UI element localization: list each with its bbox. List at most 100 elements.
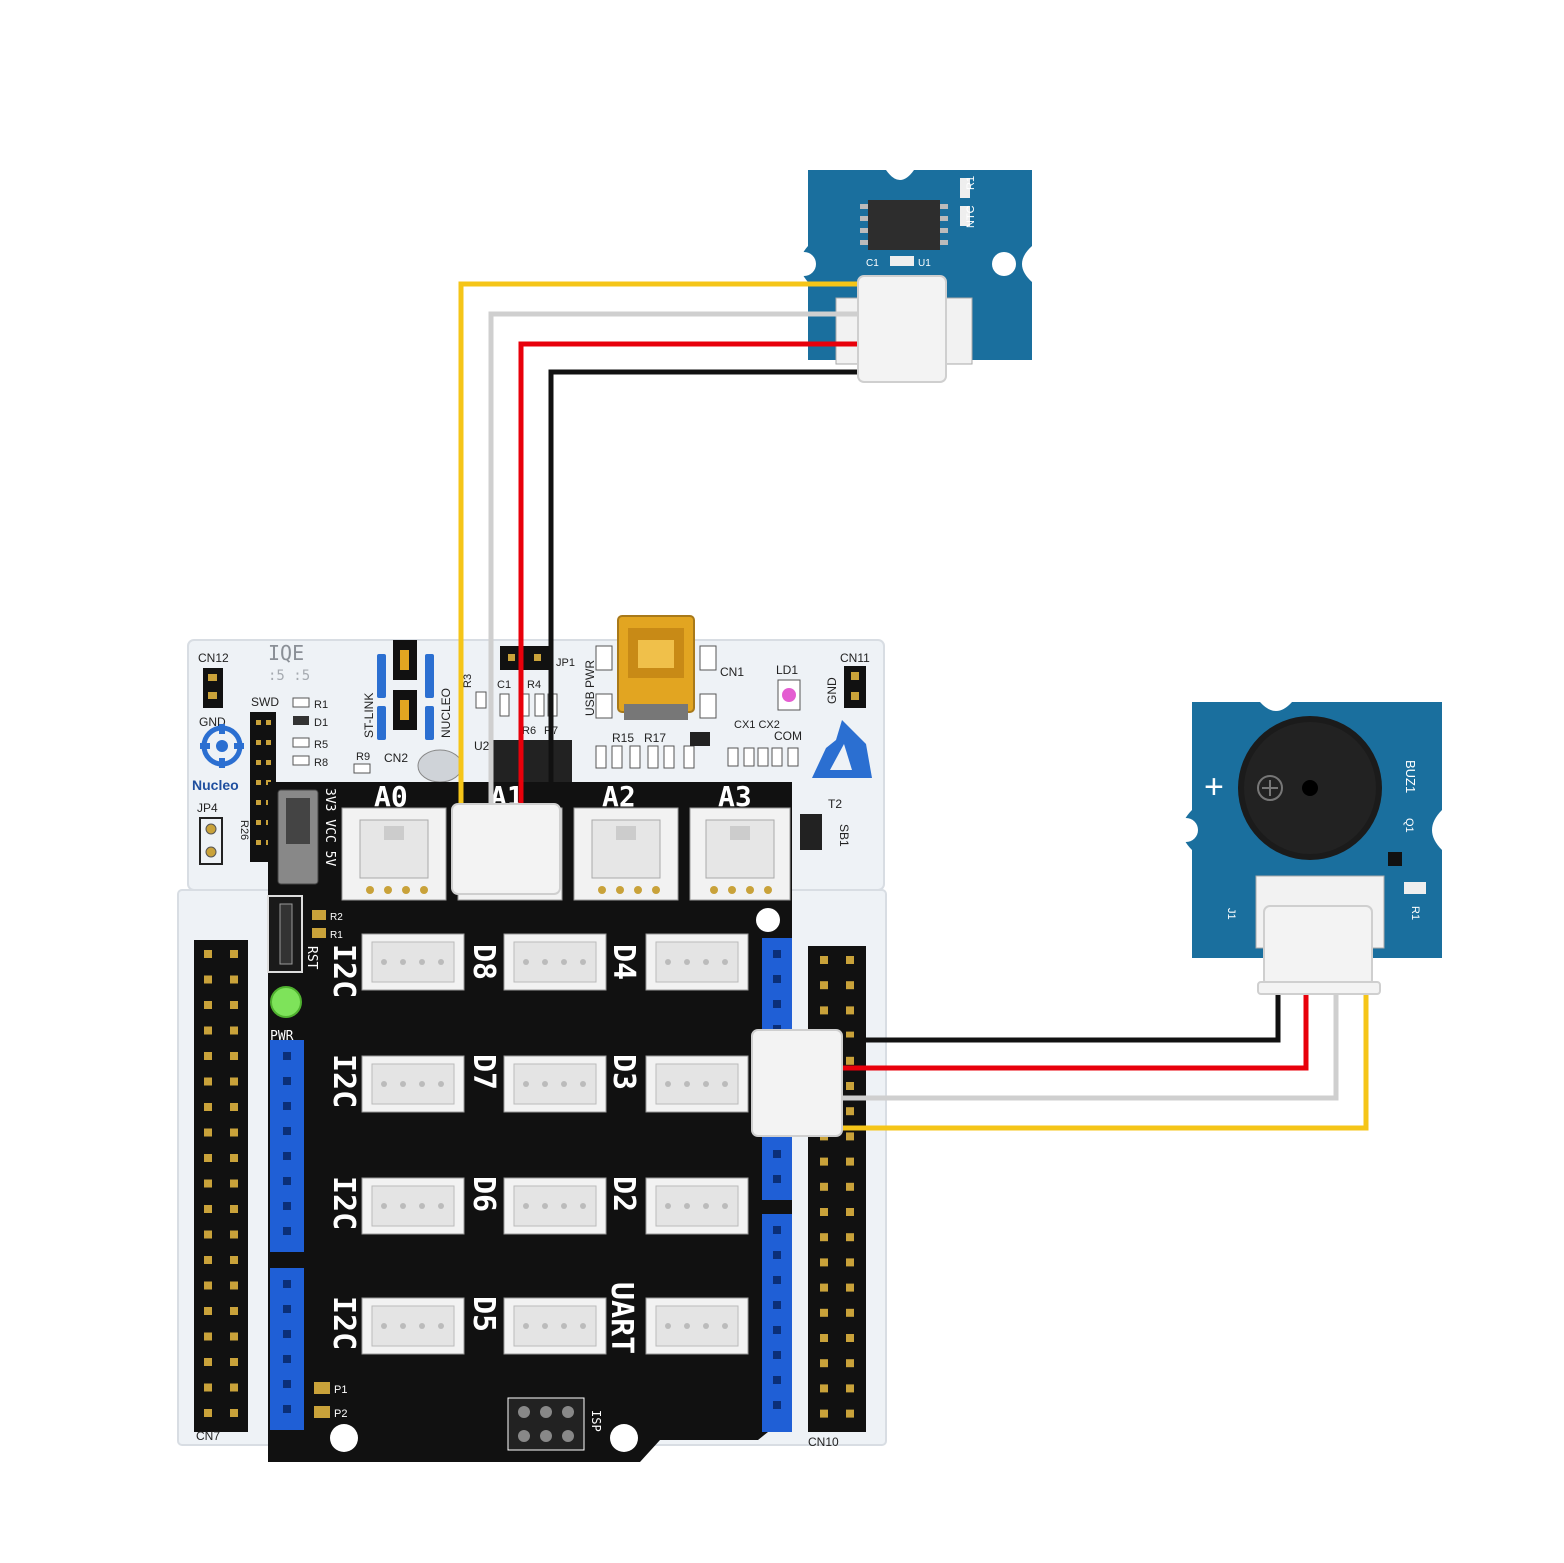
ld1-led-icon bbox=[782, 688, 796, 702]
pwr-led-icon bbox=[270, 986, 302, 1018]
usb-connector-icon bbox=[617, 615, 695, 720]
buzzer-j1-label: J1 bbox=[1225, 908, 1237, 920]
row1-label-i2c: I2C bbox=[326, 944, 361, 998]
connector-plug-sensor[interactable] bbox=[857, 275, 947, 383]
buzzer-r1-label: R1 bbox=[1409, 906, 1421, 920]
row2-label-d7: D7 bbox=[466, 1054, 501, 1090]
wire-black-buzzer bbox=[838, 992, 1281, 1043]
r26-label: R26 bbox=[238, 820, 250, 840]
r4-label: R4 bbox=[527, 679, 541, 691]
grove-socket-r3c3[interactable] bbox=[645, 1177, 749, 1235]
isp-label: ISP bbox=[589, 1410, 603, 1432]
buzzer-buz1-label: BUZ1 bbox=[1403, 760, 1418, 793]
cn11-gnd-label: GND bbox=[825, 677, 839, 704]
stlink-label: ST-LINK bbox=[362, 693, 376, 738]
svg-text::5 :5: :5 :5 bbox=[268, 668, 310, 684]
cn11-label: CN11 bbox=[840, 651, 870, 665]
buzzer-q1-label: Q1 bbox=[1403, 818, 1415, 833]
grove-socket-r1c2[interactable] bbox=[503, 933, 607, 991]
grove-socket-r4c2[interactable] bbox=[503, 1297, 607, 1355]
wire-red-buzzer bbox=[838, 992, 1309, 1071]
grove-socket-r3c1[interactable] bbox=[361, 1177, 465, 1235]
cn11-jumper bbox=[844, 666, 866, 708]
com-label: COM bbox=[774, 729, 802, 743]
sensor-chip bbox=[868, 200, 940, 250]
r9-label: R9 bbox=[356, 751, 370, 763]
grove-socket-r3c2[interactable] bbox=[503, 1177, 607, 1235]
row3-label-i2c: I2C bbox=[326, 1176, 361, 1230]
st-logo-icon bbox=[812, 720, 872, 778]
grove-socket-r2c3[interactable] bbox=[645, 1055, 749, 1113]
r3-label: R3 bbox=[462, 674, 474, 688]
jp1-label: JP1 bbox=[556, 657, 575, 669]
grove-socket-a3[interactable] bbox=[689, 807, 791, 901]
grove-socket-r4c1[interactable] bbox=[361, 1297, 465, 1355]
wire-white-sensor bbox=[488, 311, 862, 808]
wire-red-sensor bbox=[518, 341, 862, 808]
shield-right-header-bottom bbox=[762, 1214, 792, 1432]
grove-socket-r2c2[interactable] bbox=[503, 1055, 607, 1113]
row1-label-d8: D8 bbox=[466, 944, 501, 980]
wire-harness-sensor bbox=[458, 281, 862, 808]
wire-black-sensor bbox=[548, 369, 862, 808]
r8-label: R8 bbox=[314, 757, 328, 769]
r17-label: R17 bbox=[644, 731, 666, 745]
connector-plug-buzzer[interactable] bbox=[1257, 905, 1381, 995]
svg-text:CX1 CX2: CX1 CX2 bbox=[734, 719, 780, 731]
shield-left-header-bottom bbox=[270, 1268, 304, 1430]
connector-plug-shield-side[interactable] bbox=[751, 1029, 843, 1137]
iqe-label: IQE bbox=[268, 641, 304, 665]
cn1-label: CN1 bbox=[720, 665, 744, 679]
r6-label: R6 bbox=[522, 725, 536, 737]
row3-label-d6: D6 bbox=[466, 1176, 501, 1212]
sensor-u1-label: U1 bbox=[918, 258, 931, 269]
ld1-label: LD1 bbox=[776, 663, 798, 677]
grove-socket-r4c3[interactable] bbox=[645, 1297, 749, 1355]
u2-label: U2 bbox=[474, 739, 490, 753]
r15-label: R15 bbox=[612, 731, 634, 745]
sensor-r1-label: R1 bbox=[965, 176, 977, 190]
cn2-label: CN2 bbox=[384, 751, 408, 765]
wire-yellow-buzzer bbox=[838, 992, 1369, 1131]
p1-label: P1 bbox=[334, 1384, 347, 1396]
grove-socket-a0[interactable] bbox=[341, 807, 447, 901]
isp-header bbox=[507, 1397, 585, 1451]
shield-left-header-top bbox=[270, 1040, 304, 1252]
sensor-ntc-label: NTC bbox=[965, 205, 977, 228]
grove-socket-r1c1[interactable] bbox=[361, 933, 465, 991]
cn12-label: CN12 bbox=[198, 651, 229, 665]
d1-label: D1 bbox=[314, 717, 328, 729]
row4-label-d5: D5 bbox=[466, 1296, 501, 1332]
usb-pwr-label: USB PWR bbox=[583, 660, 597, 716]
connector-plug-a1[interactable] bbox=[451, 803, 561, 895]
swd-label: SWD bbox=[251, 695, 279, 709]
row3-label-d2: D2 bbox=[606, 1176, 641, 1212]
cn10-label: CN10 bbox=[808, 1435, 839, 1449]
nucleo-jumper-label: NUCLEO bbox=[439, 688, 453, 738]
rst-label: RST bbox=[304, 946, 319, 970]
buzzer-icon bbox=[1238, 716, 1382, 860]
row2-label-d3: D3 bbox=[606, 1054, 641, 1090]
buzzer-plus-label: + bbox=[1204, 768, 1224, 806]
grove-socket-a2[interactable] bbox=[573, 807, 679, 901]
jp4-label: JP4 bbox=[197, 801, 218, 815]
shield-r2-label: R2 bbox=[330, 912, 343, 923]
grove-buzzer-module: + BUZ1 Q1 R1 J1 bbox=[1174, 702, 1460, 958]
nucleo-logo-label: Nucleo bbox=[192, 777, 239, 793]
grove-socket-r1c3[interactable] bbox=[645, 933, 749, 991]
wire-harness-buzzer bbox=[838, 992, 1369, 1131]
row1-label-d4: D4 bbox=[606, 944, 641, 980]
wire-white-buzzer bbox=[838, 992, 1339, 1101]
cn7-header bbox=[194, 940, 248, 1432]
grove-base-shield: 3V3 VCC 5V RST R2 R1 PWR A0 A1 A2 A3 bbox=[267, 780, 792, 1462]
sensor-c1-label: C1 bbox=[866, 258, 879, 269]
c1-label: C1 bbox=[497, 679, 511, 691]
grove-socket-r2c1[interactable] bbox=[361, 1055, 465, 1113]
t2-label: T2 bbox=[828, 797, 842, 811]
row2-label-i2c: I2C bbox=[326, 1054, 361, 1108]
p2-label: P2 bbox=[334, 1408, 347, 1420]
u2-chip bbox=[492, 740, 572, 784]
wire-yellow-sensor bbox=[458, 281, 862, 808]
cn7-label: CN7 bbox=[196, 1429, 220, 1443]
